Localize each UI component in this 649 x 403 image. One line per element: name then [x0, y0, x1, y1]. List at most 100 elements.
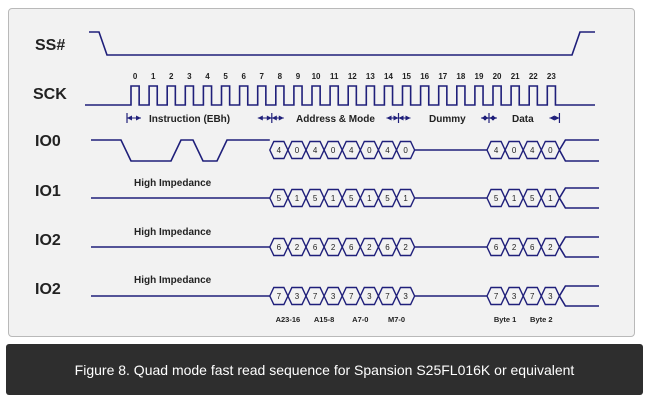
sck-label: SCK	[33, 86, 67, 103]
io2a-tail-upper	[558, 236, 599, 248]
clock-tick-label: 20	[493, 72, 502, 81]
io1-bus-value: 1	[331, 194, 336, 203]
clock-tick-label: 22	[529, 72, 538, 81]
io2a-bus-value: 6	[313, 243, 318, 252]
phase-address-label: Address & Mode	[296, 114, 375, 125]
io1-tail-lower	[558, 197, 599, 209]
io1-bus-value: 1	[548, 194, 553, 203]
clock-tick-label: 2	[169, 72, 174, 81]
clock-tick-label: 1	[151, 72, 156, 81]
io2b-high-impedance-label: High Impedance	[134, 275, 212, 286]
io1-label: IO1	[35, 183, 61, 200]
io2b-bus-value: 3	[548, 292, 553, 301]
phase-dummy-label: Dummy	[429, 114, 466, 125]
io0-bus-value: 0	[367, 146, 372, 155]
io0-bus-value: 4	[277, 146, 282, 155]
phase-arrow-head	[405, 115, 411, 121]
io1-bus-value: 5	[277, 194, 282, 203]
clock-tick-label: 6	[241, 72, 246, 81]
io2a-bus-value: 2	[512, 243, 517, 252]
io2a-bus-value: 6	[494, 243, 499, 252]
phase-arrow-head	[484, 115, 489, 121]
io1-bus-value: 5	[313, 194, 318, 203]
clock-tick-label: 21	[511, 72, 520, 81]
clock-tick-label: 19	[475, 72, 484, 81]
io1-bus-value: 5	[494, 194, 499, 203]
io0-bus-value: 4	[349, 146, 354, 155]
io2b-tail-upper	[558, 285, 599, 297]
io0-tail-lower	[558, 149, 599, 162]
clock-tick-label: 0	[133, 72, 138, 81]
clock-tick-label: 23	[547, 72, 556, 81]
clock-tick-label: 9	[296, 72, 301, 81]
phase-arrow-head	[492, 115, 497, 121]
phase-arrow-head	[257, 115, 263, 121]
timing-diagram: SS# SCK IO0 IO1 IO2 IO2 Instruction (EBh…	[33, 31, 599, 324]
io0-bus-value: 0	[512, 146, 517, 155]
figure-caption: Figure 8. Quad mode fast read sequence f…	[74, 361, 575, 378]
clock-tick-label: 10	[312, 72, 321, 81]
clock-tick-label: 15	[402, 72, 411, 81]
clock-tick-label: 5	[223, 72, 228, 81]
io2b-bus-value: 3	[512, 292, 517, 301]
address-byte-label: A7-0	[352, 315, 368, 324]
io0-bus-value: 0	[403, 146, 408, 155]
phase-arrow-head	[549, 115, 555, 121]
io0-bus-value: 0	[331, 146, 336, 155]
io2a-tail-lower	[558, 246, 599, 258]
phase-arrow-head	[266, 115, 272, 121]
phase-arrow-head	[127, 115, 132, 121]
io0-bus-value: 0	[295, 146, 300, 155]
io2a-bus-value: 6	[385, 243, 390, 252]
clock-tick-label: 8	[278, 72, 283, 81]
io0-bus-value: 4	[494, 146, 499, 155]
io2b-bus-value: 3	[367, 292, 372, 301]
io2b-tail-lower	[558, 295, 599, 307]
address-byte-label: A23-16	[276, 315, 301, 324]
io2-high-impedance-label: High Impedance	[134, 227, 212, 238]
io2b-bus-value: 7	[385, 292, 390, 301]
io0-bus-value: 4	[385, 146, 390, 155]
phase-instruction-label: Instruction (EBh)	[149, 114, 230, 125]
clock-tick-label: 11	[330, 72, 339, 81]
io1-bus-value: 5	[530, 194, 535, 203]
io2a-bus-value: 2	[331, 243, 336, 252]
phase-arrow-head	[278, 115, 284, 121]
io2b-bus-value: 7	[530, 292, 535, 301]
timing-diagram-panel: SS# SCK IO0 IO1 IO2 IO2 Instruction (EBh…	[8, 8, 635, 337]
ss-waveform	[89, 31, 595, 56]
clock-tick-label: 3	[187, 72, 192, 81]
clock-tick-label: 4	[205, 72, 210, 81]
data-byte-label: Byte 2	[530, 315, 553, 324]
phase-arrow-head	[393, 115, 399, 121]
data-byte-label: Byte 1	[494, 315, 517, 324]
io2a-bus-value: 2	[295, 243, 300, 252]
io0-label: IO0	[35, 133, 61, 150]
io1-bus-value: 1	[367, 194, 372, 203]
io2b-bus-value: 3	[295, 292, 300, 301]
io2b-bus-value: 3	[331, 292, 336, 301]
io1-bus-value: 1	[295, 194, 300, 203]
figure-caption-bar: Figure 8. Quad mode fast read sequence f…	[6, 344, 643, 395]
io1-tail-upper	[558, 187, 599, 199]
io2b-bus-value: 7	[349, 292, 354, 301]
io0-bus-value: 4	[530, 146, 535, 155]
clock-tick-label: 17	[438, 72, 447, 81]
io0-bus-value: 0	[548, 146, 553, 155]
io2b-bus-value: 7	[313, 292, 318, 301]
address-byte-label: A15-8	[314, 315, 334, 324]
address-byte-label: M7-0	[388, 315, 405, 324]
sck-waveform	[85, 85, 595, 106]
io2a-bus-value: 6	[277, 243, 282, 252]
phase-arrow-head	[554, 115, 560, 121]
clock-tick-label: 7	[260, 72, 265, 81]
phase-arrow-head	[271, 115, 277, 121]
io1-bus-value: 5	[349, 194, 354, 203]
clock-tick-label: 13	[366, 72, 375, 81]
io0-instruction-waveform	[91, 139, 270, 162]
phase-arrow-head	[386, 115, 392, 121]
ss-label: SS#	[35, 37, 65, 54]
io2-label-second: IO2	[35, 281, 61, 298]
io0-tail-upper	[558, 139, 599, 151]
